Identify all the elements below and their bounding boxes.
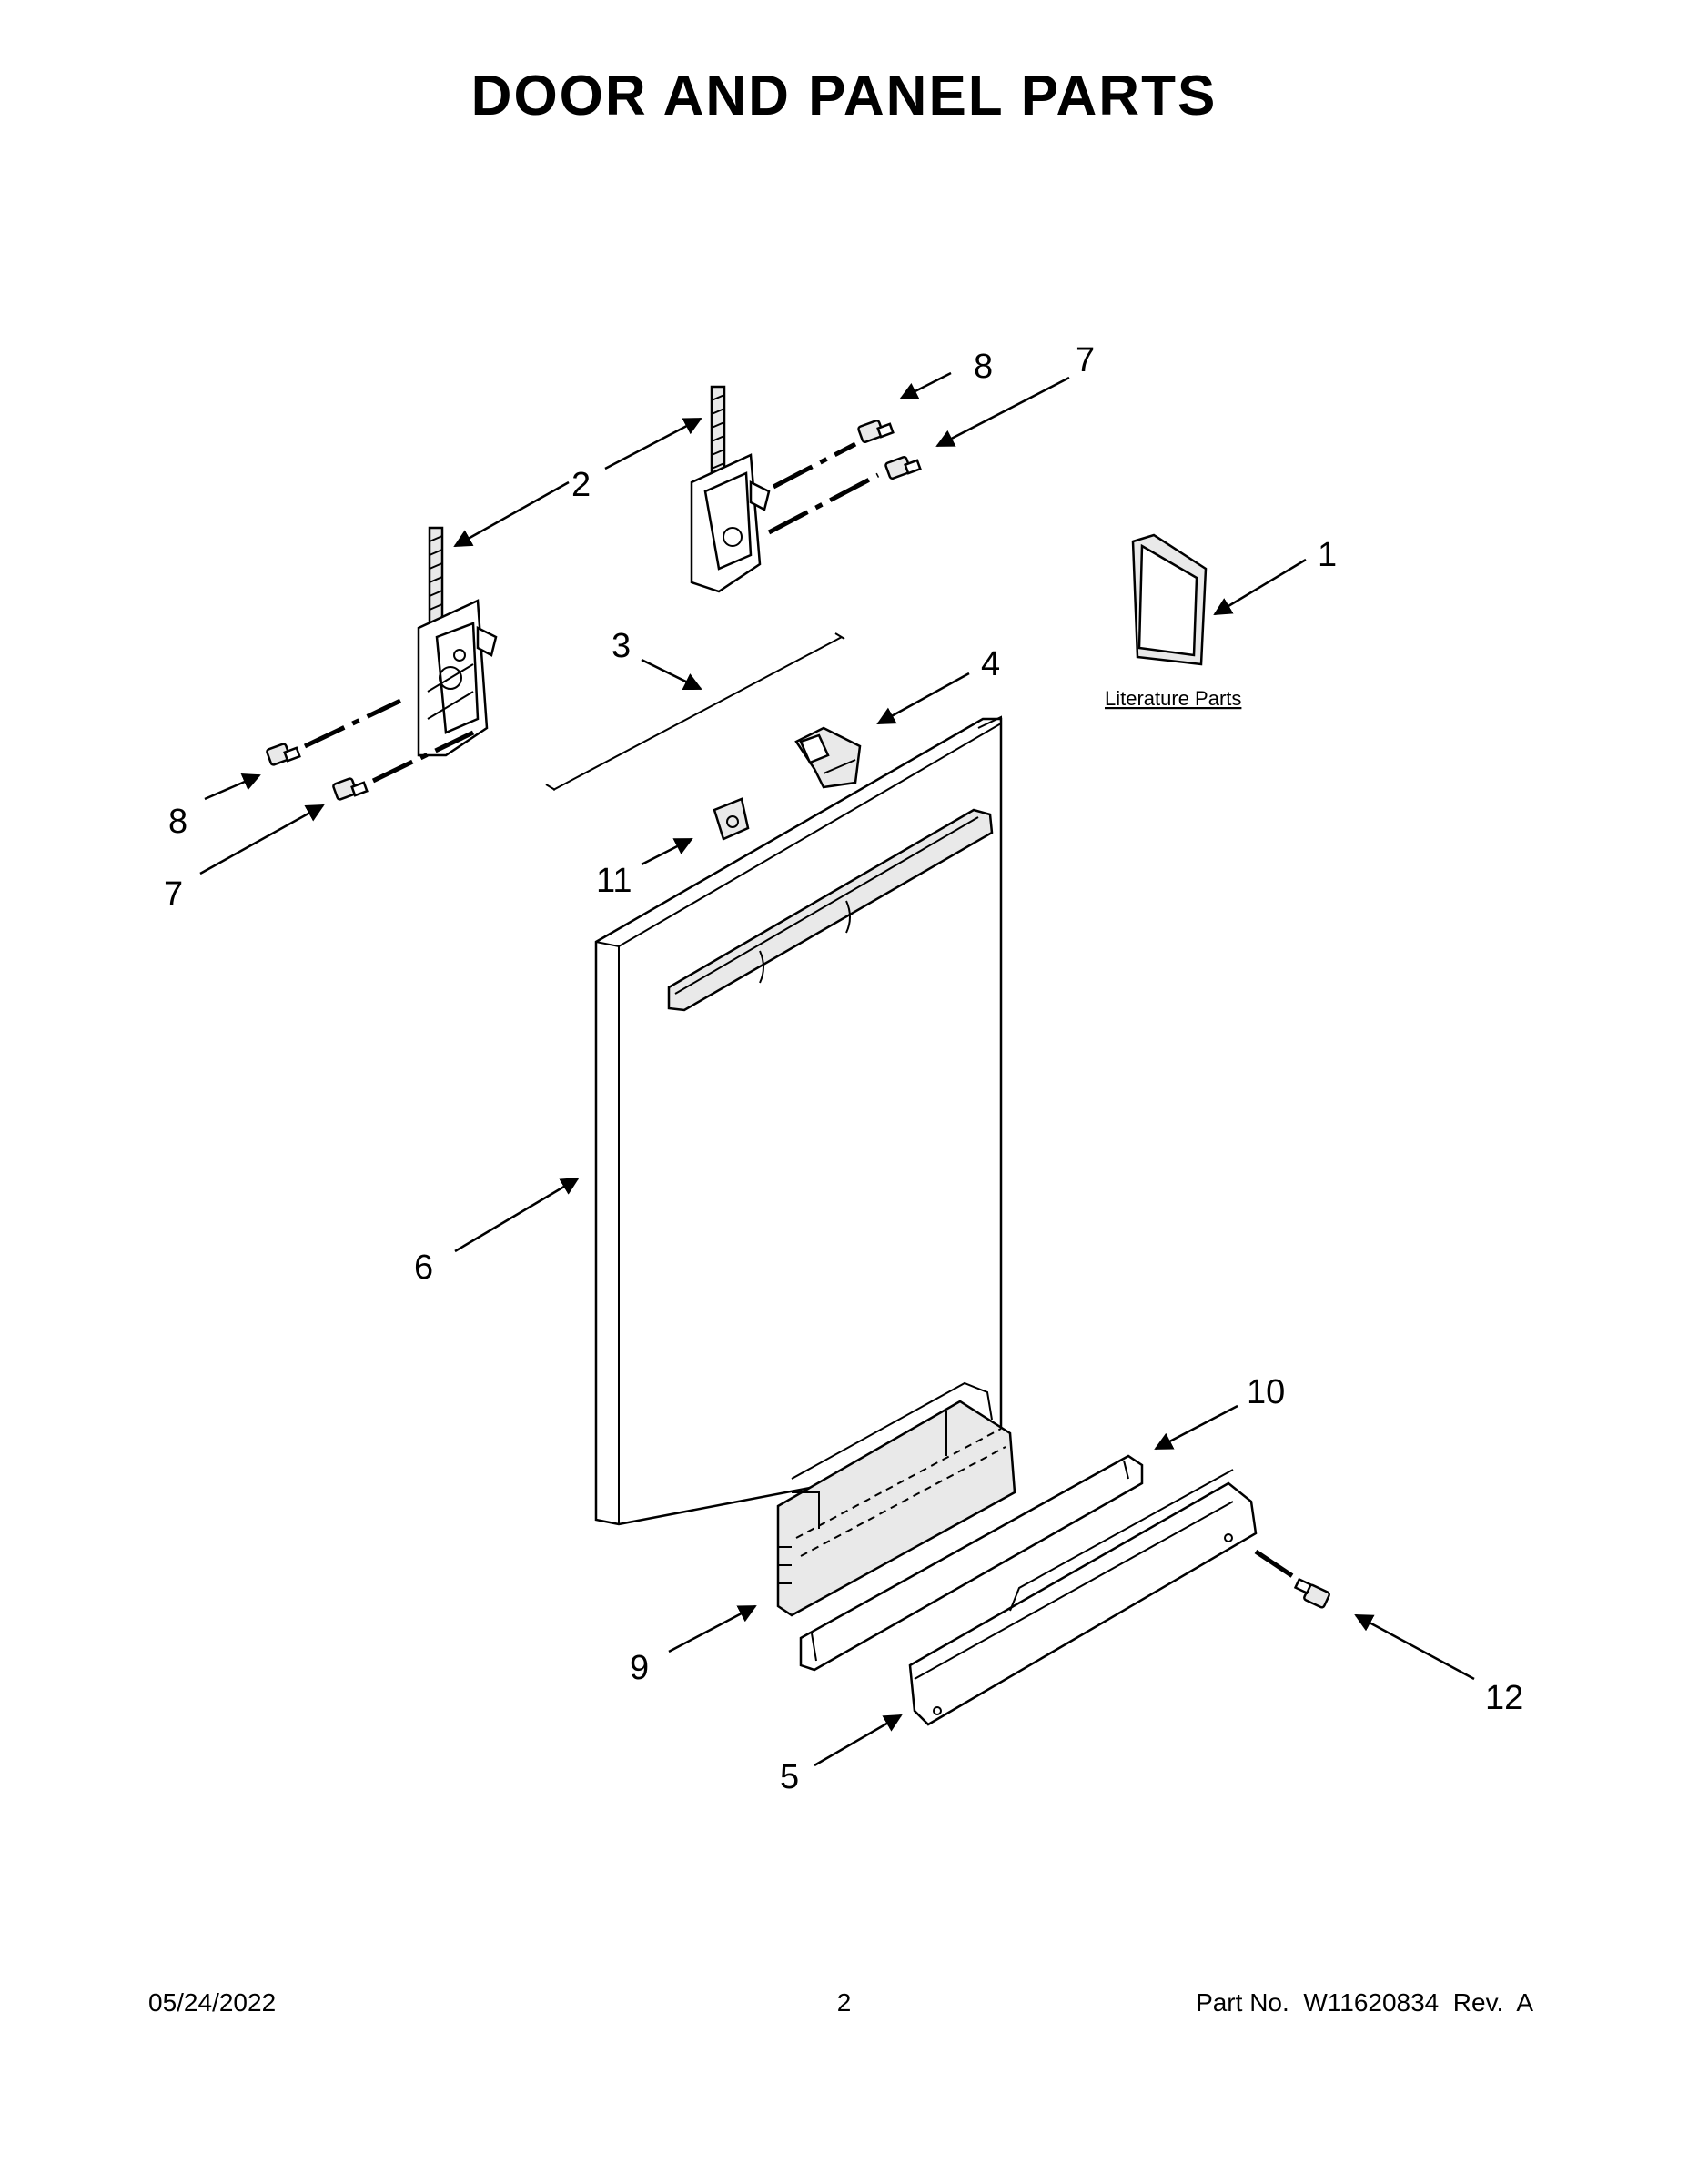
leader-2-right <box>604 417 702 470</box>
callout-8-left: 8 <box>168 803 187 841</box>
kick-plate <box>908 1469 1258 1726</box>
screw-7-left-path <box>371 730 475 784</box>
door-switch <box>713 797 750 841</box>
leader-2-left <box>453 480 570 548</box>
leader-9 <box>668 1604 757 1653</box>
leader-10 <box>1154 1404 1238 1451</box>
trim-strip <box>799 1454 1144 1672</box>
page-title: DOOR AND PANEL PARTS <box>470 65 1218 127</box>
leader-7-left <box>199 804 325 875</box>
literature-booklet <box>1131 533 1208 666</box>
callout-9: 9 <box>630 1649 649 1687</box>
callout-3: 3 <box>612 627 631 665</box>
screw-7-left <box>332 777 369 801</box>
leader-1 <box>1213 558 1307 616</box>
leader-5 <box>814 1714 903 1767</box>
toe-panel-insulation <box>776 1381 1016 1617</box>
footer-page-number: 2 <box>836 1988 852 2017</box>
leader-11 <box>641 837 693 866</box>
callout-10: 10 <box>1247 1373 1285 1411</box>
hinge-left <box>417 526 498 757</box>
callout-11: 11 <box>596 862 632 900</box>
callout-2: 2 <box>571 466 591 504</box>
callout-7-left: 7 <box>164 875 183 914</box>
screw-7-right <box>884 456 922 480</box>
callout-7-right: 7 <box>1076 341 1095 379</box>
callout-12: 12 <box>1485 1679 1523 1717</box>
door-panel <box>594 715 1003 1526</box>
leader-3 <box>641 658 702 691</box>
hinge-right <box>690 385 771 593</box>
leader-8-right <box>899 371 952 400</box>
door-latch <box>794 726 862 789</box>
leader-12 <box>1354 1613 1475 1681</box>
leader-8-left <box>204 773 261 801</box>
leader-4 <box>876 672 970 725</box>
footer-date: 05/24/2022 <box>148 1988 277 2017</box>
screw-8-right <box>857 420 895 443</box>
callout-1: 1 <box>1318 536 1337 574</box>
callout-4: 4 <box>981 645 1000 683</box>
screw-8-left-path <box>303 698 402 749</box>
screw-12-path <box>1254 1549 1299 1582</box>
screw-7-right-path <box>767 472 880 535</box>
screw-8-right-path <box>772 441 857 490</box>
door-rod <box>545 632 845 791</box>
screw-8-left <box>266 743 301 766</box>
footer-part-number: Part No. W11620834 Rev. A <box>1196 1988 1533 2017</box>
literature-parts-label: Literature Parts <box>1105 687 1241 710</box>
leader-7-right <box>935 376 1070 448</box>
callout-6: 6 <box>414 1249 433 1287</box>
leader-6 <box>454 1177 580 1253</box>
screw-12 <box>1293 1577 1330 1609</box>
callout-5: 5 <box>780 1758 799 1796</box>
callout-8-right: 8 <box>974 348 993 386</box>
